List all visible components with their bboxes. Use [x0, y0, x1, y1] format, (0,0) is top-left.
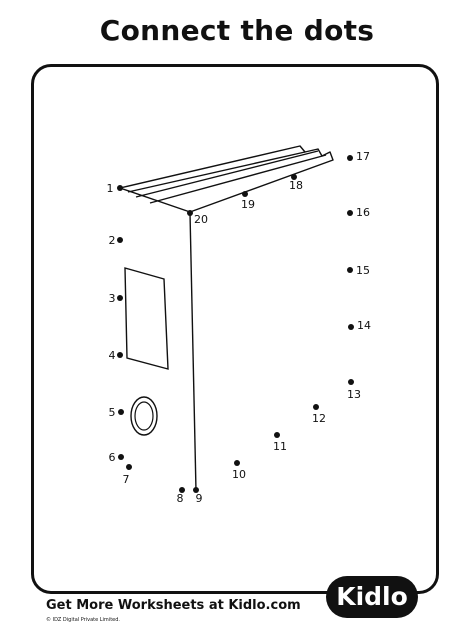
dot-9 [193, 487, 199, 493]
dot-3 [117, 295, 123, 301]
dot-16 [347, 210, 353, 216]
dot-label-20: 20 [194, 213, 208, 226]
worksheet-frame [31, 64, 439, 594]
dot-1 [117, 185, 123, 191]
kidlo-logo[interactable]: Kidlo [326, 576, 418, 618]
dot-label-12: 12 [312, 412, 326, 425]
dot-label-8: 8 [177, 492, 184, 505]
dot-4 [117, 352, 123, 358]
dot-5 [118, 409, 124, 415]
dot-10 [234, 460, 240, 466]
dot-label-15: 15 [356, 264, 370, 277]
footer-text[interactable]: Get More Worksheets at Kidlo.com [46, 598, 301, 613]
dot-18 [291, 174, 297, 180]
dot-15 [347, 267, 353, 273]
dot-11 [274, 432, 280, 438]
dot-label-13: 13 [347, 388, 361, 401]
dot-label-10: 10 [232, 468, 246, 481]
mailbox-roof-outline [119, 145, 334, 213]
dot-label-1: 1 [107, 182, 114, 195]
dot-label-5: 5 [109, 406, 116, 419]
dot-label-3: 3 [109, 292, 116, 305]
dot-label-19: 19 [241, 198, 255, 211]
dot-label-2: 2 [109, 234, 116, 247]
dot-label-14: 14 [357, 319, 371, 332]
page-title: Connect the dots [99, 14, 375, 47]
mailbox-pole-line [189, 212, 197, 492]
dot-label-11: 11 [273, 440, 287, 453]
dot-6 [118, 454, 124, 460]
dot-19 [242, 191, 248, 197]
dot-14 [348, 324, 354, 330]
mailbox-flag-slot [124, 267, 169, 370]
dot-8 [179, 487, 185, 493]
dot-label-7: 7 [123, 473, 130, 486]
dot-7 [126, 464, 132, 470]
dot-2 [117, 237, 123, 243]
copyright-text: © IDZ Digital Private Limited. [46, 617, 120, 623]
dot-label-9: 9 [196, 492, 203, 505]
dot-17 [347, 155, 353, 161]
dot-label-4: 4 [109, 349, 116, 362]
dot-label-16: 16 [356, 206, 370, 219]
dot-label-17: 17 [356, 150, 370, 163]
dot-12 [313, 404, 319, 410]
dot-13 [348, 379, 354, 385]
dot-20 [187, 210, 193, 216]
mailbox-knob [130, 396, 158, 436]
dot-label-18: 18 [289, 179, 303, 192]
dot-label-6: 6 [109, 451, 116, 464]
